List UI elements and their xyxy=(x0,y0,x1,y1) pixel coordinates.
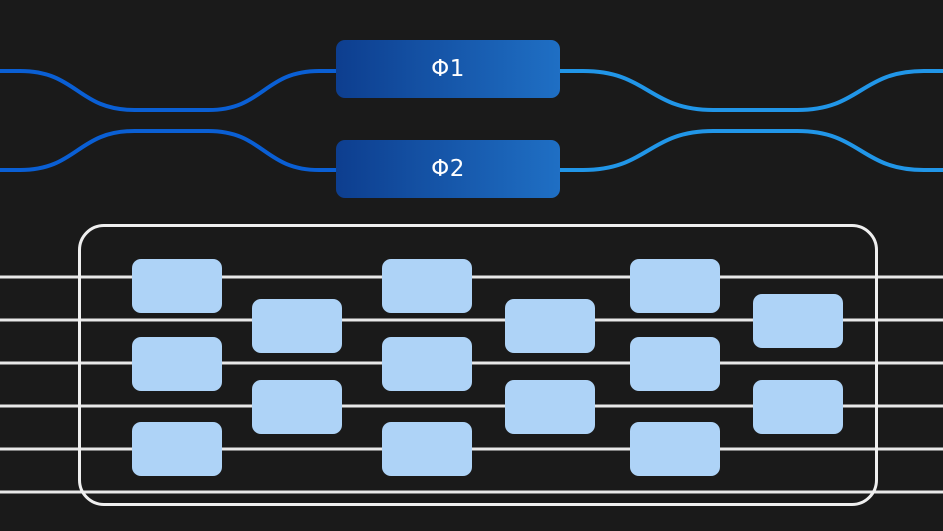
mzi-block-c1-r3[interactable] xyxy=(132,422,222,476)
mzi-block-c1-r1[interactable] xyxy=(132,259,222,313)
mzi-block-c2-r1[interactable] xyxy=(252,299,342,353)
interferometer-waveguides xyxy=(0,69,943,172)
phase-shifter-2-label: Φ2 xyxy=(431,155,465,182)
phase-shifter-2[interactable]: Φ2 xyxy=(336,140,560,198)
mzi-block-c5-r3[interactable] xyxy=(630,422,720,476)
mzi-block-c4-r1[interactable] xyxy=(505,299,595,353)
mzi-block-c3-r1[interactable] xyxy=(382,259,472,313)
output-coupler-waveguide-bottom xyxy=(558,129,943,172)
mzi-block-c4-r2[interactable] xyxy=(505,380,595,434)
mzi-block-c1-r2[interactable] xyxy=(132,337,222,391)
input-coupler-waveguide-top xyxy=(0,69,338,112)
input-coupler-waveguide-bottom xyxy=(0,129,338,172)
mzi-block-c2-r2[interactable] xyxy=(252,380,342,434)
mzi-block-c6-r2[interactable] xyxy=(753,380,843,434)
mzi-block-c5-r1[interactable] xyxy=(630,259,720,313)
mzi-block-c3-r3[interactable] xyxy=(382,422,472,476)
mzi-block-c6-r1[interactable] xyxy=(753,294,843,348)
phase-shifter-1-label: Φ1 xyxy=(431,55,465,82)
phase-shifter-1[interactable]: Φ1 xyxy=(336,40,560,98)
mzi-block-c3-r2[interactable] xyxy=(382,337,472,391)
output-coupler-waveguide-top xyxy=(558,69,943,112)
mzi-block-c5-r2[interactable] xyxy=(630,337,720,391)
